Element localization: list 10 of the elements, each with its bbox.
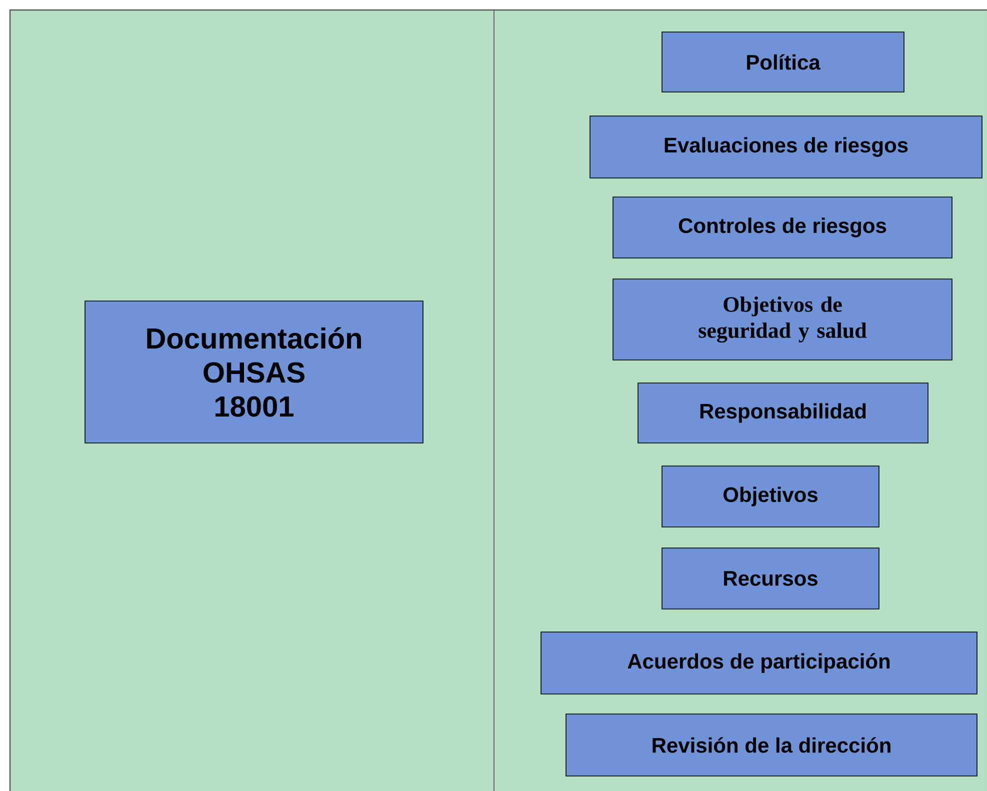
text-box: Responsabilidad: [638, 382, 928, 444]
text-box: Acuerdos de participación: [540, 632, 978, 694]
text-box: Documentación OHSAS 18001: [84, 300, 424, 444]
text-box: Revisión de la dirección: [566, 714, 978, 776]
text-box: Objetivos de seguridad y salud: [612, 278, 952, 360]
text-box: Política: [662, 32, 904, 92]
text-box: Controles de riesgos: [612, 196, 952, 258]
text-box: Objetivos: [662, 466, 880, 528]
text-box: Evaluaciones de riesgos: [590, 116, 982, 178]
text-box: Recursos: [662, 548, 880, 610]
